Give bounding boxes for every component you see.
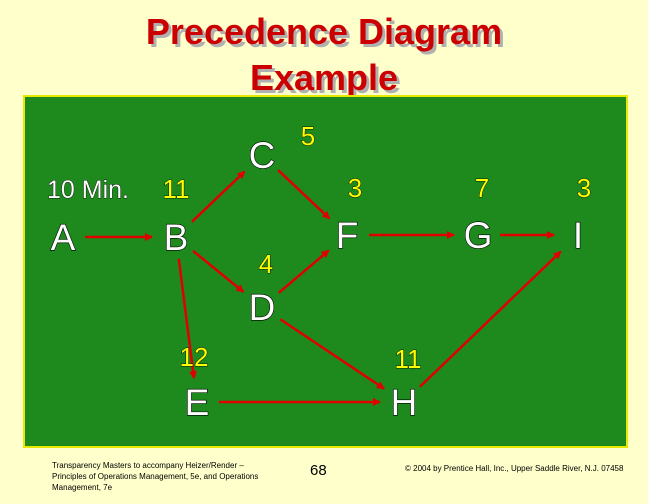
diagram-panel xyxy=(23,95,628,448)
footer-right-text: © 2004 by Prentice Hall, Inc., Upper Sad… xyxy=(405,464,624,473)
node-f: F xyxy=(336,215,359,256)
duration-a: 10 Min. xyxy=(47,176,129,204)
node-b: B xyxy=(164,217,189,258)
arrow-b-to-c xyxy=(191,170,246,223)
duration-g: 7 xyxy=(475,173,489,203)
title-line-1: Precedence Diagram xyxy=(145,11,503,52)
arrow-h-to-i xyxy=(419,250,562,388)
node-a: A xyxy=(51,217,76,258)
arrow-d-to-f xyxy=(277,249,330,294)
page-number: 68 xyxy=(310,462,327,479)
node-c: C xyxy=(249,135,276,176)
node-e: E xyxy=(185,382,210,423)
duration-c: 5 xyxy=(301,121,315,151)
duration-i: 3 xyxy=(577,173,591,203)
node-i: I xyxy=(573,215,583,256)
arrow-d-to-h xyxy=(279,318,385,390)
node-h: H xyxy=(391,382,418,423)
duration-b: 11 xyxy=(163,174,190,204)
duration-h: 11 xyxy=(395,344,422,374)
duration-e: 12 xyxy=(180,342,209,372)
node-d: D xyxy=(249,287,276,328)
node-g: G xyxy=(464,215,493,256)
arrow-b-to-e xyxy=(177,258,198,380)
duration-d: 4 xyxy=(259,249,273,279)
title-line-2: Example xyxy=(249,57,399,98)
arrow-c-to-f xyxy=(277,169,331,220)
arrow-b-to-d xyxy=(192,249,245,293)
duration-f: 3 xyxy=(348,173,362,203)
footer-left-text: Transparency Masters to accompany Heizer… xyxy=(52,461,259,492)
